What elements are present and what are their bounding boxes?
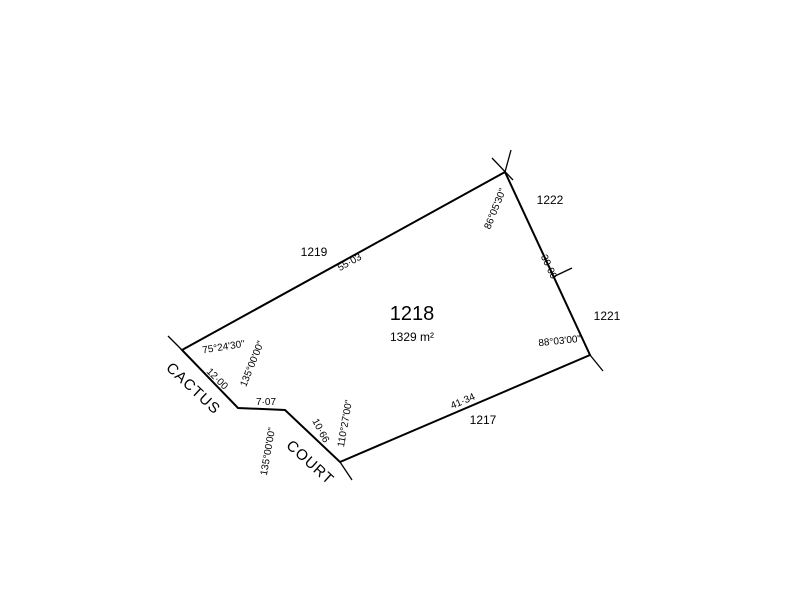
distance-frontage-3: 10·66 <box>309 417 331 445</box>
neighbour-northeast: 1222 <box>537 193 564 207</box>
angle-inner-2: 135°00'00" <box>259 426 278 476</box>
angle-right: 88°03'00" <box>538 334 582 349</box>
neighbour-east: 1221 <box>594 309 621 323</box>
street-name-court: COURT <box>283 437 338 488</box>
distance-frontage-1: 12·00 <box>204 366 230 392</box>
corner-tick-left <box>167 335 183 351</box>
corner-tick-bottom <box>339 461 353 481</box>
corner-tick-top-b <box>504 149 512 173</box>
angle-left: 75°24'30" <box>202 339 246 357</box>
neighbour-north: 1219 <box>301 245 328 259</box>
distance-north: 55·03 <box>336 252 364 274</box>
angle-bottom: 110°27'00" <box>336 399 355 448</box>
corner-tick-right <box>589 354 604 372</box>
angle-top: 86°05'30" <box>483 187 509 231</box>
corner-tick-top <box>491 157 514 181</box>
lot-area: 1329 m² <box>390 330 434 344</box>
distance-frontage-2: 7·07 <box>256 397 276 408</box>
distance-east: 30·00 <box>538 253 559 281</box>
lot-number: 1218 <box>390 303 435 325</box>
lot-boundary <box>180 170 592 464</box>
corner-tick-east <box>552 267 573 278</box>
neighbour-south: 1217 <box>470 413 497 427</box>
